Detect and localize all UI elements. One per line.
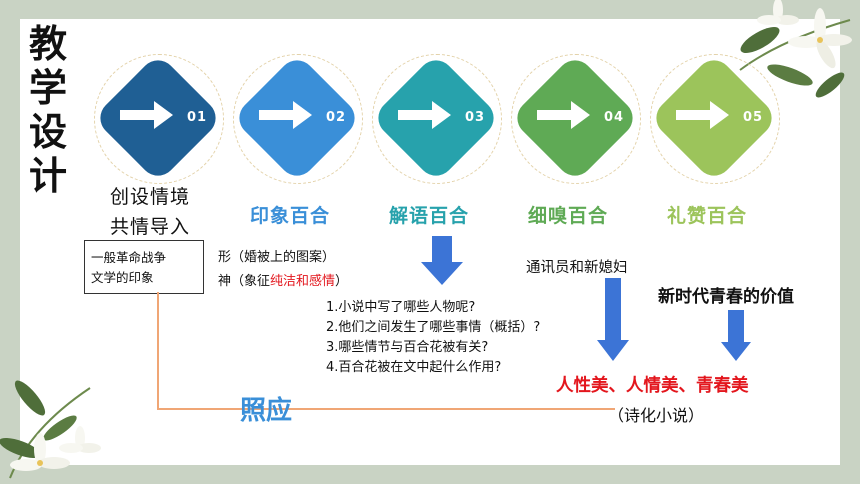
beauty-text: 人性美、人情美、青春美 (556, 376, 749, 396)
lily-flower-bottom-left-icon (0, 380, 101, 479)
impression-spirit-suffix: ） (335, 274, 349, 289)
step-ring (511, 54, 641, 184)
impression-spirit: 神（象征纯洁和感情） (218, 270, 348, 289)
title-char: 设 (28, 110, 67, 154)
step-number: 01 (187, 110, 208, 125)
impression-box: 一般革命战争 文学的印象 (84, 240, 204, 294)
step-ring (94, 54, 224, 184)
impression-spirit-prefix: 神（象征 (218, 274, 271, 289)
step-name-4: 细嗅百合 (528, 205, 609, 227)
impression-shape: 形（婚被上的图案） (218, 250, 336, 265)
characters-text: 通讯员和新媳妇 (526, 260, 628, 276)
step-ring (650, 54, 780, 184)
lily-flower-top-right-icon (739, 0, 852, 98)
step-name-1: 创设情境 (110, 186, 191, 208)
down-arrow-icon (721, 310, 751, 361)
arrow-right-icon (259, 101, 312, 129)
echo-label: 照应 (240, 396, 293, 426)
step-number: 02 (326, 110, 347, 125)
title-char: 学 (28, 66, 67, 110)
arrow-right-icon (120, 101, 173, 129)
step-name-3: 解语百合 (389, 205, 470, 227)
arrow-right-icon (537, 101, 590, 129)
arrow-right-icon (398, 101, 451, 129)
connector-line-horizontal (157, 408, 615, 410)
arrow-right-icon (676, 101, 729, 129)
question-3: 3.哪些情节与百合花被有关? (326, 340, 489, 355)
question-1: 1.小说中写了哪些人物呢? (326, 300, 476, 315)
title-char: 计 (28, 154, 67, 198)
down-arrow-icon (421, 236, 463, 285)
value-text: 新时代青春的价值 (658, 287, 794, 307)
step-ring (233, 54, 363, 184)
question-2: 2.他们之间发生了哪些事情（概括）? (326, 320, 541, 335)
impression-spirit-highlight: 纯洁和感情 (270, 274, 336, 289)
step-number: 05 (743, 110, 764, 125)
title-char: 教 (28, 22, 67, 66)
question-4: 4.百合花被在文中起什么作用? (326, 360, 502, 375)
box-line-2: 文学的印象 (91, 270, 154, 285)
poetic-text: （诗化小说） (608, 406, 705, 425)
vertical-title: 教 学 设 计 (28, 22, 68, 198)
step-name-1-line2: 共情导入 (110, 216, 191, 238)
step-number: 03 (465, 110, 486, 125)
step-ring (372, 54, 502, 184)
down-arrow-icon (597, 278, 629, 361)
connector-line-vertical (157, 292, 159, 410)
step-name-5: 礼赞百合 (667, 205, 748, 227)
step-name-2: 印象百合 (250, 205, 331, 227)
step-number: 04 (604, 110, 625, 125)
box-line-1: 一般革命战争 (91, 250, 167, 265)
